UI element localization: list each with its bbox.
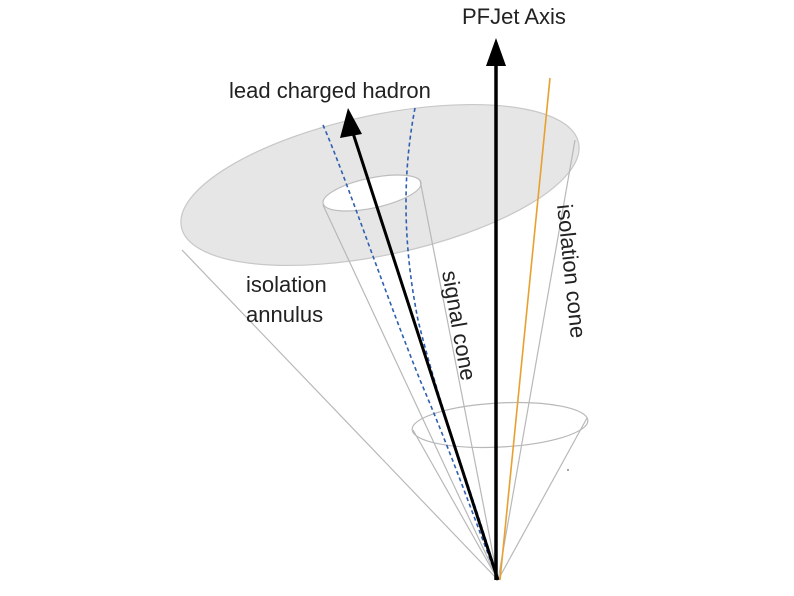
pfjet-axis-arrow [486, 38, 506, 580]
outer-cone-left-edge [181, 249, 499, 581]
outer-cone-right-edge [497, 139, 576, 581]
signal-cone-left-edge [322, 204, 499, 581]
small-cone-top [411, 401, 589, 449]
signal-cone-label: signal cone [437, 269, 481, 383]
isolation-cone-label: isolation cone [552, 203, 591, 339]
pfjet-axis-label: PFJet Axis [462, 4, 566, 29]
pfjet-axis-arrowhead [486, 38, 506, 66]
isolation-cone-boundary-line [499, 77, 551, 581]
small-cone-right-edge [497, 417, 588, 581]
isolation-annulus-label-line1: isolation [246, 272, 327, 297]
isolation-annulus [180, 103, 580, 267]
signal-cone-lines [322, 179, 499, 581]
stray-mark [567, 469, 569, 471]
small-inner-cone [411, 401, 589, 581]
lead-charged-hadron-label: lead charged hadron [229, 78, 431, 103]
small-cone-left-edge [412, 429, 499, 581]
signal-cone-right-edge [419, 179, 499, 581]
isolation-annulus-label-line2: annulus [246, 302, 323, 327]
outer-cone-lines [181, 139, 576, 581]
lead-hadron-shaft [350, 129, 500, 581]
lead-hadron-arrowhead [340, 108, 362, 138]
lead-charged-hadron-arrow [340, 108, 500, 581]
